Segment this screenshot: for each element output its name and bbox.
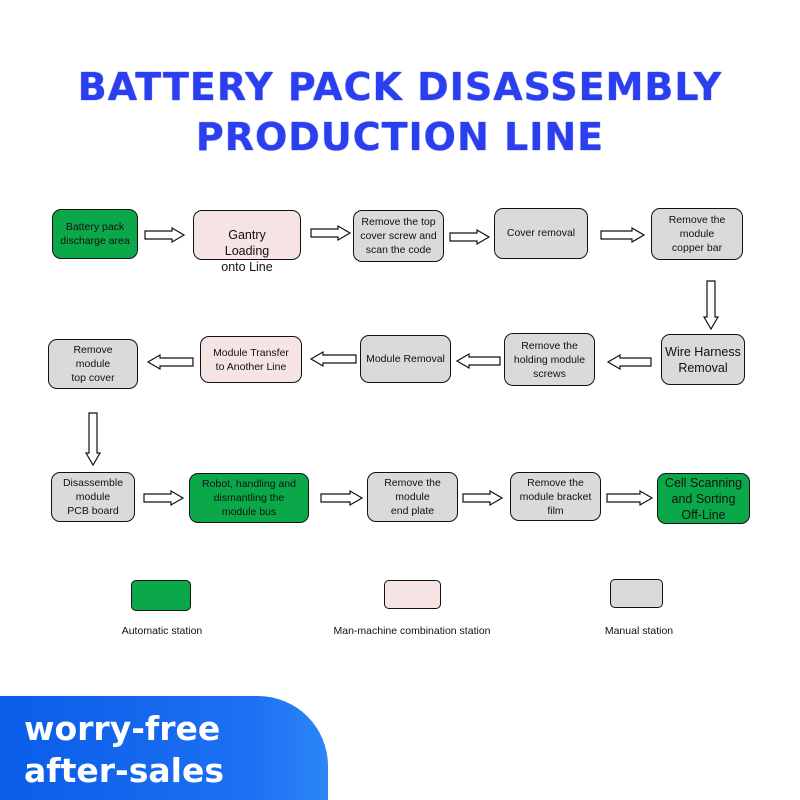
step-label: Cell Scanning and Sorting Off-Line [664,475,743,522]
step-cover-removal: Cover removal [494,208,588,259]
arrow-down-1 [702,280,720,331]
legend-swatch-manual [610,579,663,608]
step-label: Remove the module copper bar [668,214,726,254]
step-robot-dismantling-module-bus: Robot, handling and dismantling the modu… [189,473,309,523]
step-module-transfer: Module Transfer to Another Line [200,336,302,383]
arrow-down-2 [84,412,102,467]
step-cell-scanning-sorting: Cell Scanning and Sorting Off-Line [657,473,750,524]
step-module-removal: Module Removal [360,335,451,383]
step-label: Remove the holding module screws [513,339,586,380]
step-remove-module-copper-bar: Remove the module copper bar [651,208,743,260]
legend-swatch-automatic [131,580,191,611]
step-label: Robot, handling and dismantling the modu… [202,478,296,518]
step-label: Cover removal [506,227,576,239]
arrow-right-6 [320,489,364,507]
step-remove-top-cover-screw: Remove the top cover screw and scan the … [353,210,444,262]
step-label: Remove the top cover screw and scan the … [360,216,437,256]
arrow-right-3 [449,228,491,246]
arrow-right-1 [144,226,186,244]
step-remove-module-bracket-film: Remove the module bracket film [510,472,601,521]
legend-label-manual: Manual station [604,625,674,637]
arrow-left-3 [309,350,357,368]
arrow-left-1 [606,353,652,371]
step-remove-module-end-plate: Remove the module end plate [367,472,458,522]
banner-text: worry-free after-sales [24,709,224,790]
step-disassemble-pcb-board: Disassemble module PCB board [51,472,135,522]
step-label: Remove module top cover [71,344,115,384]
step-label: Remove the module bracket film [519,476,592,517]
arrow-right-8 [606,489,654,507]
arrow-left-2 [455,352,501,370]
step-wire-harness-removal: Wire Harness Removal [661,334,745,385]
step-label: Module Removal [366,353,445,365]
arrow-left-4 [146,353,194,371]
step-label: Module Transfer to Another Line [213,346,289,373]
title-text: BATTERY PACK DISASSEMBLY PRODUCTION LINE [77,65,723,159]
step-label: Battery pack discharge area [60,221,130,247]
arrow-right-4 [600,226,646,244]
step-remove-holding-module-screws: Remove the holding module screws [504,333,595,386]
step-label: Wire Harness Removal [665,344,741,375]
arrow-right-7 [462,489,504,507]
legend-swatch-combination [384,580,441,609]
step-label: Gantry Loading onto Line [221,228,273,274]
step-label: Disassemble module PCB board [62,477,124,517]
arrow-right-2 [310,224,352,242]
step-label: Remove the module end plate [384,477,441,517]
legend-label-combination: Man-machine combination station [333,625,491,637]
step-gantry-loading: Gantry Loading onto Line [193,210,301,274]
diagram-title: BATTERY PACK DISASSEMBLY PRODUCTION LINE [0,62,800,162]
step-remove-module-top-cover: Remove module top cover [48,339,138,389]
after-sales-banner [0,696,328,800]
step-battery-pack-discharge: Battery pack discharge area [52,209,138,259]
legend-label-automatic: Automatic station [121,625,203,637]
arrow-right-5 [143,489,185,507]
